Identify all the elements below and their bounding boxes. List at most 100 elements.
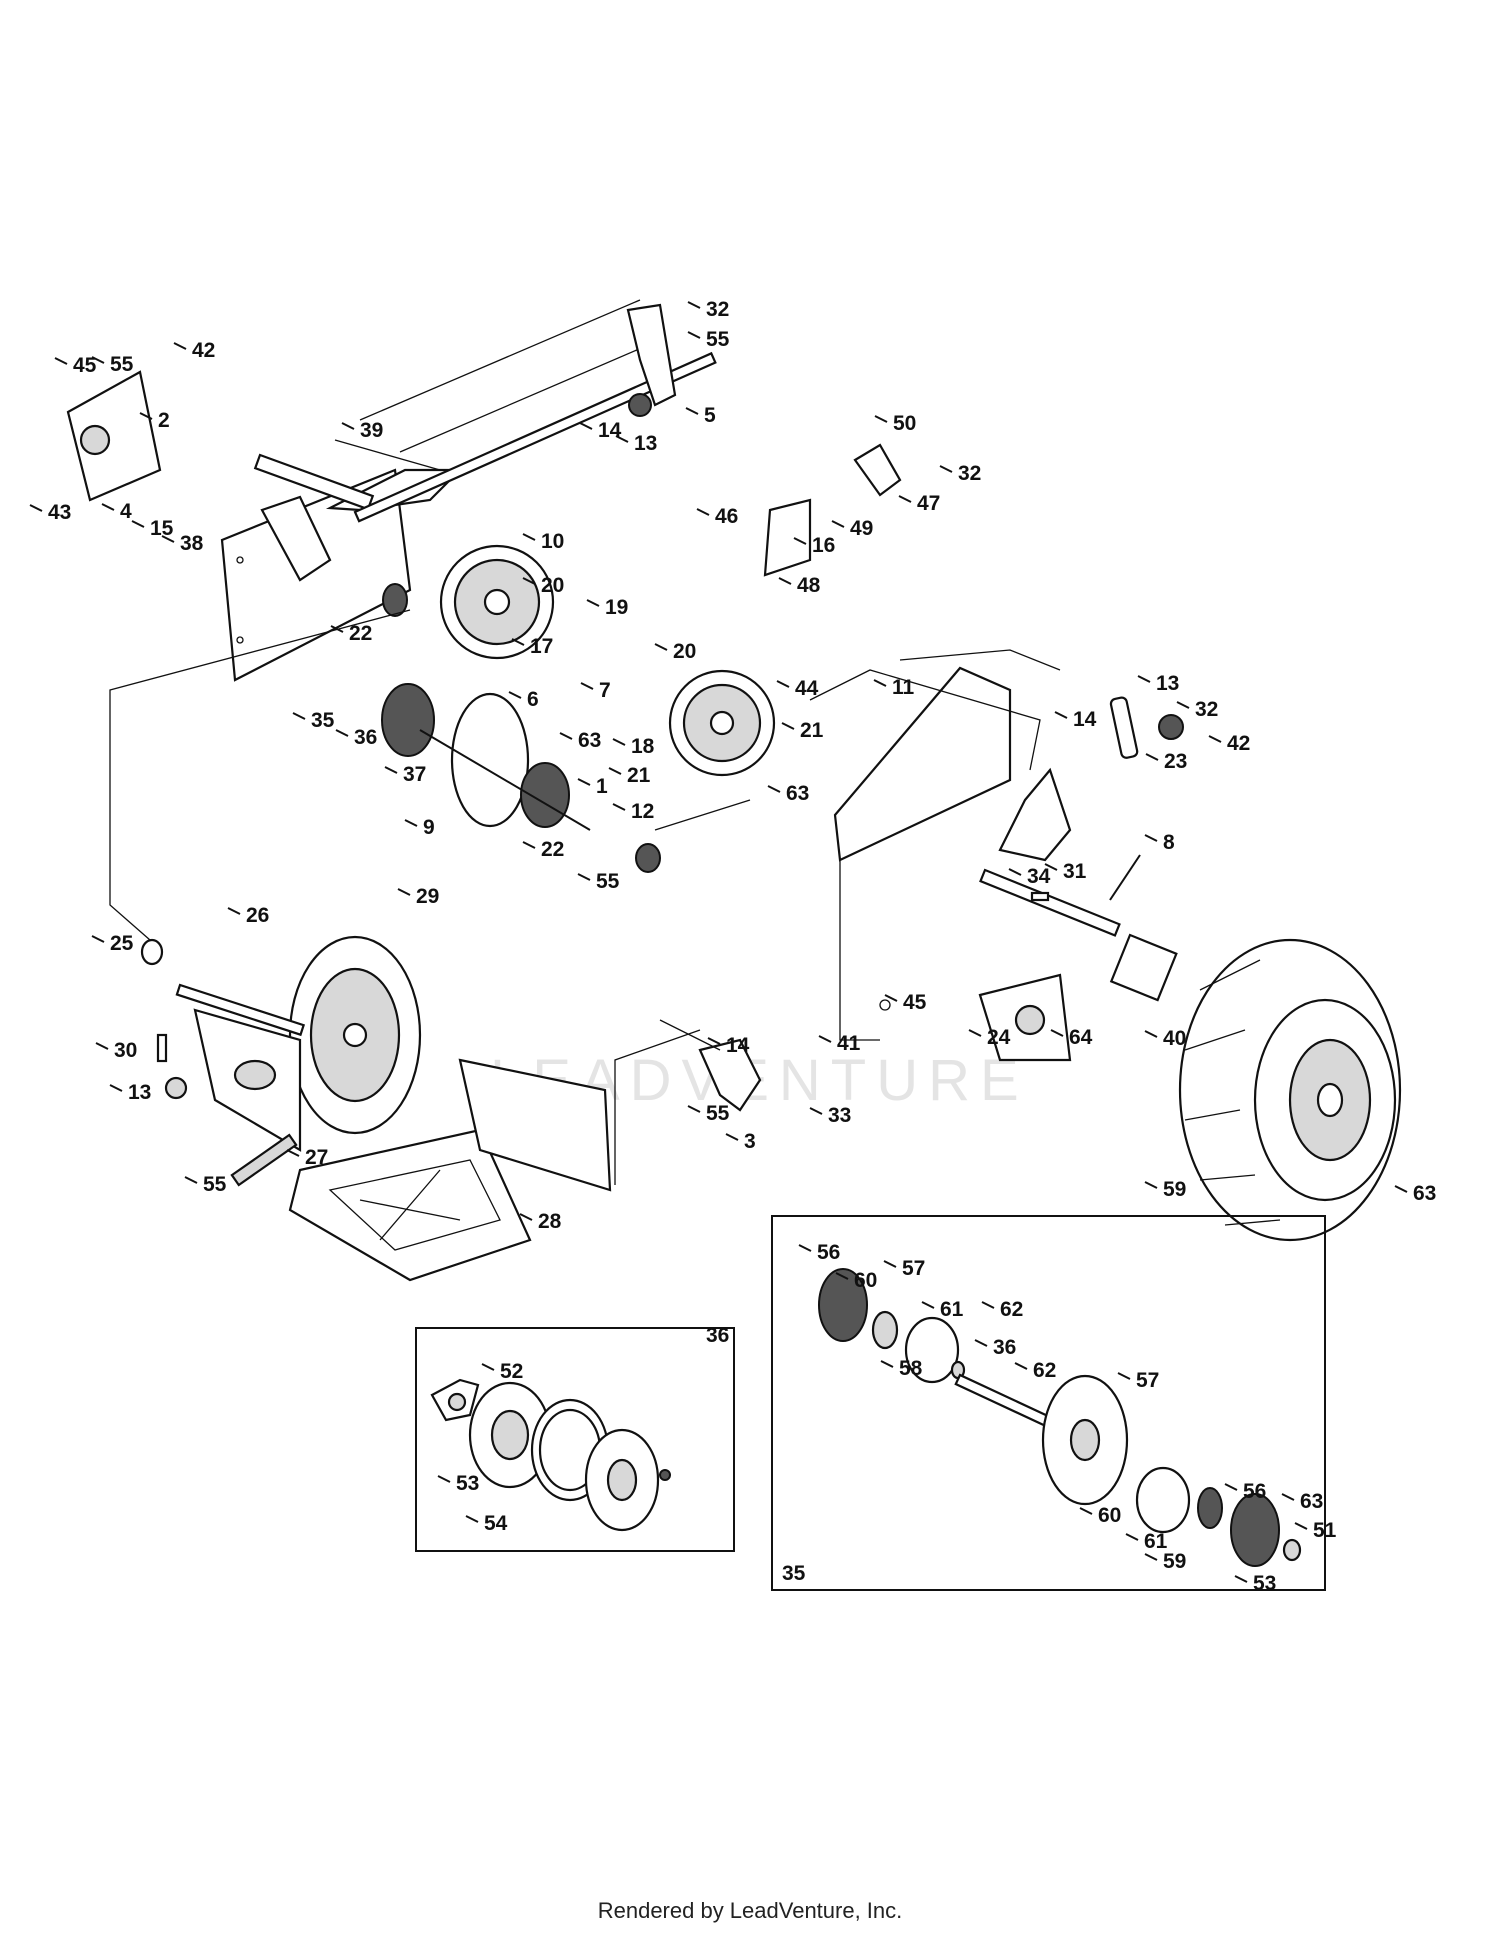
callout-4: 4 — [120, 500, 132, 523]
callout-leader — [968, 1029, 982, 1037]
callout-leader — [696, 508, 710, 516]
callout-19: 19 — [605, 596, 628, 619]
callout-18: 18 — [631, 735, 655, 758]
callout-49: 49 — [850, 517, 873, 540]
callout-leader — [577, 778, 591, 786]
callout-26: 26 — [246, 904, 269, 927]
callout-leader — [1050, 1029, 1064, 1037]
callout-3: 3 — [744, 1130, 756, 1153]
callout-leader — [519, 1213, 533, 1221]
callout-leader — [687, 331, 701, 339]
callout-leader — [873, 679, 887, 687]
bracket-29 — [175, 983, 306, 1152]
callout-leader — [330, 625, 344, 633]
callout-57: 57 — [902, 1257, 925, 1280]
callout-leader — [921, 1301, 935, 1309]
inset-35-parts — [818, 1268, 1302, 1567]
callout-55: 55 — [706, 328, 730, 351]
callout-leader — [654, 643, 668, 651]
callout-leader — [1294, 1522, 1308, 1530]
callout-leader — [1394, 1185, 1408, 1193]
bracket-30 — [698, 1038, 762, 1112]
callout-leader — [335, 729, 349, 737]
callout-27: 27 — [305, 1146, 328, 1169]
callout-leader — [1125, 1533, 1139, 1541]
callout-leader — [54, 357, 68, 365]
callout-8: 8 — [1163, 831, 1175, 854]
callout-leader — [778, 577, 792, 585]
friction-wheel-assembly — [381, 683, 591, 831]
callout-53: 53 — [456, 1472, 479, 1495]
callout-6: 6 — [527, 688, 539, 711]
callout-leader — [898, 495, 912, 503]
callout-36: 36 — [354, 726, 377, 749]
callout-36: 36 — [993, 1336, 1016, 1359]
callout-leader — [481, 1363, 495, 1371]
spring-3 — [230, 1133, 298, 1187]
callout-5: 5 — [704, 404, 716, 427]
callout-leader — [465, 1515, 479, 1523]
callout-16: 16 — [812, 534, 835, 557]
callout-leader — [508, 691, 522, 699]
callout-leader — [1234, 1575, 1248, 1583]
callout-63: 63 — [786, 782, 809, 805]
callout-leader — [809, 1107, 823, 1115]
callout-leader — [883, 1260, 897, 1268]
callout-55: 55 — [203, 1173, 227, 1196]
right-side-plate — [833, 666, 1072, 1041]
callout-leader — [131, 520, 145, 528]
callout-leader — [91, 935, 105, 943]
callout-24: 24 — [987, 1026, 1011, 1049]
callout-9: 9 — [423, 816, 435, 839]
wheel-27 — [1178, 938, 1402, 1242]
shield-33 — [458, 1058, 612, 1192]
callout-56: 56 — [1243, 1480, 1266, 1503]
callout-leader — [685, 407, 699, 415]
callout-leader — [522, 841, 536, 849]
callout-63: 63 — [578, 729, 601, 752]
callout-leader — [687, 1105, 701, 1113]
callout-leader — [1144, 1030, 1158, 1038]
callout-22: 22 — [349, 622, 372, 645]
callout-45: 45 — [73, 354, 97, 377]
inset-label-35: 35 — [782, 1562, 806, 1585]
callout-50: 50 — [893, 412, 916, 435]
callout-55: 55 — [596, 870, 620, 893]
callout-leader — [397, 888, 411, 896]
callout-55: 55 — [110, 353, 134, 376]
callout-52: 52 — [500, 1360, 523, 1383]
callout-31: 31 — [1063, 860, 1087, 883]
callout-59: 59 — [1163, 1550, 1186, 1573]
callout-leader — [874, 415, 888, 423]
callout-42: 42 — [192, 339, 215, 362]
inset-36-parts — [430, 1378, 671, 1532]
callout-leader — [687, 301, 701, 309]
inset-box-36 — [415, 1327, 735, 1552]
callout-40: 40 — [1163, 1027, 1186, 1050]
callout-34: 34 — [1027, 865, 1051, 888]
callout-47: 47 — [917, 492, 940, 515]
callout-12: 12 — [631, 800, 654, 823]
callout-29: 29 — [416, 885, 439, 908]
callout-58: 58 — [899, 1357, 923, 1380]
callout-leader — [586, 599, 600, 607]
callout-60: 60 — [1098, 1504, 1121, 1527]
callout-leader — [1281, 1493, 1295, 1501]
callout-42: 42 — [1227, 732, 1250, 755]
callout-41: 41 — [837, 1032, 861, 1055]
callout-leader — [1144, 834, 1158, 842]
callout-leader — [292, 712, 306, 720]
callout-leader — [559, 732, 573, 740]
callout-leader — [184, 1176, 198, 1184]
callout-60: 60 — [854, 1269, 877, 1292]
callout-7: 7 — [599, 679, 611, 702]
callout-leader — [1008, 868, 1022, 876]
callout-leader — [831, 520, 845, 528]
callout-leader — [173, 342, 187, 350]
callout-leader — [612, 803, 626, 811]
callout-leader — [1145, 753, 1159, 761]
callout-10: 10 — [541, 530, 564, 553]
callout-62: 62 — [1033, 1359, 1056, 1382]
callout-leader — [29, 504, 43, 512]
callout-17: 17 — [530, 635, 553, 658]
